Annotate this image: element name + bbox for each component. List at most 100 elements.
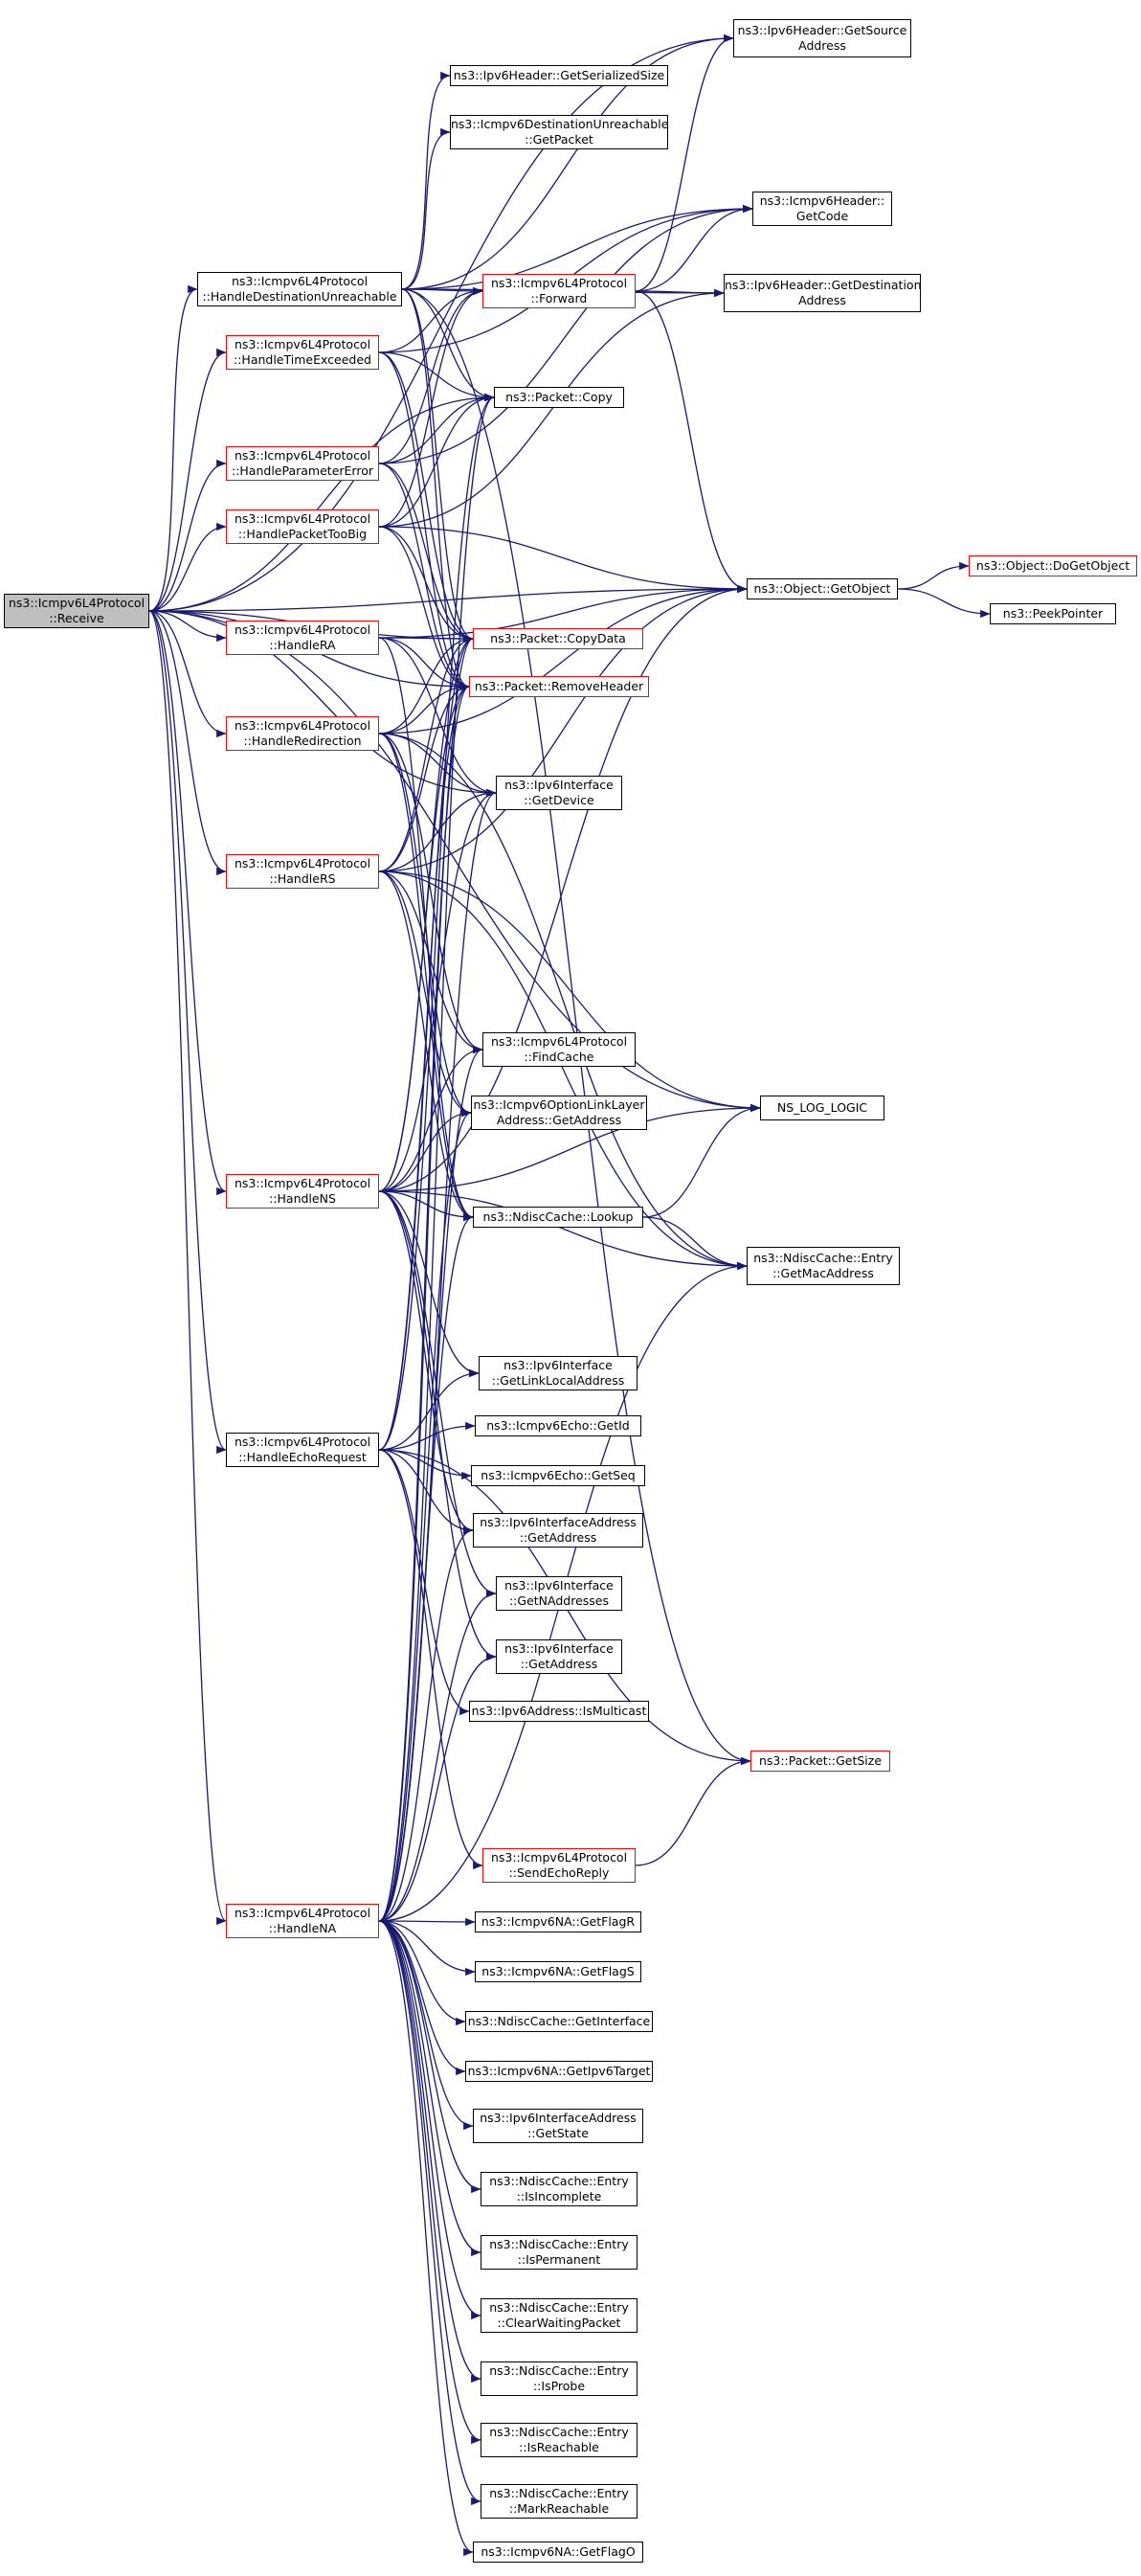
node-label-line: ::IsIncomplete: [516, 2189, 602, 2203]
node-label-line: ::HandlePacketTooBig: [237, 527, 368, 541]
node-get-state[interactable]: ns3::Ipv6InterfaceAddress::GetState: [473, 2109, 643, 2143]
edge-hna-ifaddrga: [378, 1525, 474, 1922]
node-send-echo-reply[interactable]: ns3::Icmpv6L4Protocol::SendEchoReply: [482, 1848, 636, 1883]
edge-hptb-copy: [378, 393, 495, 528]
node-receive[interactable]: ns3::Icmpv6L4Protocol::Receive: [4, 594, 149, 628]
edge-hte-fwd: [378, 286, 483, 353]
node-label-line: ns3::PeekPointer: [1002, 606, 1104, 621]
node-ndisc-get-interface[interactable]: ns3::NdiscCache::GetInterface: [465, 2011, 653, 2032]
node-peek-pointer[interactable]: ns3::PeekPointer: [990, 603, 1116, 624]
node-get-link-local-address[interactable]: ns3::Ipv6Interface::GetLinkLocalAddress: [479, 1356, 638, 1390]
edge-hptb-gobj: [378, 526, 748, 594]
node-get-serialized-size[interactable]: ns3::Ipv6Header::GetSerializedSize: [450, 65, 668, 86]
node-echo-get-id[interactable]: ns3::Icmpv6Echo::GetId: [475, 1415, 641, 1436]
edge-her-copy: [378, 394, 495, 1451]
node-echo-get-seq[interactable]: ns3::Icmpv6Echo::GetSeq: [471, 1465, 645, 1486]
node-get-flag-r[interactable]: ns3::Icmpv6NA::GetFlagR: [475, 1911, 641, 1932]
node-handle-na[interactable]: ns3::Icmpv6L4Protocol::HandleNA: [226, 1904, 379, 1938]
edge-hna-olladdr: [378, 1109, 472, 1922]
node-forward[interactable]: ns3::Icmpv6L4Protocol::Forward: [482, 274, 636, 308]
edge-hptb-rmh: [378, 526, 470, 691]
node-interface-get-address[interactable]: ns3::Ipv6Interface::GetAddress: [496, 1639, 622, 1674]
node-dest-unreachable-get-packet[interactable]: ns3::Icmpv6DestinationUnreachable::GetPa…: [450, 115, 668, 149]
node-interface-address-get-address[interactable]: ns3::Ipv6InterfaceAddress::GetAddress: [473, 1513, 643, 1548]
edge-receive-hred: [148, 610, 227, 738]
edge-her-rmh: [378, 683, 470, 1451]
node-label-line: ns3::Packet::GetSize: [758, 1753, 883, 1768]
edge-fwd-gdst: [635, 288, 725, 298]
edge-gobj-peek: [897, 588, 991, 619]
node-get-n-addresses[interactable]: ns3::Ipv6Interface::GetNAddresses: [496, 1576, 622, 1611]
node-label-line: ::HandleRA: [269, 638, 336, 652]
node-find-cache[interactable]: ns3::Icmpv6L4Protocol::FindCache: [482, 1032, 636, 1067]
node-label-line: ns3::Icmpv6NA::GetFlagS: [481, 1964, 635, 1978]
edge-her-ismc: [378, 1449, 470, 1716]
edge-hred-copydata: [378, 634, 474, 734]
node-packet-copy[interactable]: ns3::Packet::Copy: [494, 387, 624, 408]
edge-hrs-olladdr: [378, 870, 472, 1118]
node-get-flag-o[interactable]: ns3::Icmpv6NA::GetFlagO: [473, 2542, 643, 2563]
node-label-line: ::IsProbe: [532, 2379, 586, 2393]
node-label-line: ::SendEchoReply: [508, 1865, 610, 1880]
node-packet-copy-data[interactable]: ns3::Packet::CopyData: [473, 628, 643, 649]
node-interface-get-device[interactable]: ns3::Ipv6Interface::GetDevice: [496, 776, 622, 810]
node-clear-waiting-packet[interactable]: ns3::NdiscCache::Entry::ClearWaitingPack…: [481, 2298, 638, 2333]
node-object-get-object[interactable]: ns3::Object::GetObject: [747, 578, 898, 599]
node-handle-redirection[interactable]: ns3::Icmpv6L4Protocol::HandleRedirection: [226, 716, 379, 751]
edge-hptb-gdst: [378, 288, 725, 528]
edge-hred-lookup: [378, 733, 474, 1222]
edge-receive-hpe: [148, 459, 227, 612]
edge-hrs-copydata: [378, 634, 474, 872]
edge-receive-gobj: [148, 584, 748, 612]
node-handle-packet-too-big[interactable]: ns3::Icmpv6L4Protocol::HandlePacketTooBi…: [226, 509, 379, 544]
node-is-incomplete[interactable]: ns3::NdiscCache::Entry::IsIncomplete: [481, 2172, 638, 2206]
edge-hna-ifga: [378, 1652, 497, 1922]
node-label-line: ns3::Ipv6Interface: [504, 1578, 614, 1593]
node-label-line: ::MarkReachable: [508, 2501, 610, 2516]
edge-receive-hptb: [148, 522, 227, 612]
edge-hrs-ifdev: [378, 788, 497, 872]
node-get-ipv6-target[interactable]: ns3::Icmpv6NA::GetIpv6Target: [465, 2061, 653, 2082]
node-handle-ns[interactable]: ns3::Icmpv6L4Protocol::HandleNS: [226, 1174, 379, 1209]
node-get-flag-s[interactable]: ns3::Icmpv6NA::GetFlagS: [475, 1961, 641, 1982]
node-label-line: ns3::Icmpv6L4Protocol: [490, 276, 628, 290]
edge-hrs-nslog: [378, 870, 761, 1113]
edge-hrs-gmac: [378, 870, 748, 1271]
node-is-permanent[interactable]: ns3::NdiscCache::Entry::IsPermanent: [481, 2235, 638, 2270]
node-handle-echo-request[interactable]: ns3::Icmpv6L4Protocol::HandleEchoRequest: [226, 1433, 379, 1467]
node-ndisc-cache-lookup[interactable]: ns3::NdiscCache::Lookup: [473, 1207, 643, 1228]
node-handle-destination-unreachable[interactable]: ns3::Icmpv6L4Protocol::HandleDestination…: [197, 272, 402, 306]
node-handle-ra[interactable]: ns3::Icmpv6L4Protocol::HandleRA: [226, 621, 379, 655]
node-get-mac-address[interactable]: ns3::NdiscCache::Entry::GetMacAddress: [747, 1247, 900, 1285]
edge-receive-hra: [148, 610, 227, 643]
node-object-do-get-object[interactable]: ns3::Object::DoGetObject: [969, 555, 1137, 576]
edge-receive-hrs: [148, 610, 227, 876]
node-packet-remove-header[interactable]: ns3::Packet::RemoveHeader: [469, 676, 649, 697]
node-label-line: ns3::Icmpv6L4Protocol: [234, 511, 371, 526]
node-is-probe[interactable]: ns3::NdiscCache::Entry::IsProbe: [481, 2361, 638, 2396]
edge-hns-lladdr: [378, 1190, 480, 1378]
edge-hna-flagr: [378, 1917, 476, 1927]
node-label-line: ns3::Ipv6Interface: [504, 1641, 614, 1656]
edge-hred-fcache: [378, 733, 483, 1054]
edge-hns-rmh: [378, 682, 470, 1192]
node-ns-log-logic[interactable]: NS_LOG_LOGIC: [760, 1096, 884, 1120]
edge-hna-isreach: [378, 1920, 481, 2445]
node-packet-get-size[interactable]: ns3::Packet::GetSize: [750, 1751, 890, 1772]
node-handle-rs[interactable]: ns3::Icmpv6L4Protocol::HandleRS: [226, 854, 379, 889]
node-mark-reachable[interactable]: ns3::NdiscCache::Entry::MarkReachable: [481, 2484, 638, 2519]
node-handle-parameter-error[interactable]: ns3::Icmpv6L4Protocol::HandleParameterEr…: [226, 446, 379, 481]
edge-hptb-fwd: [378, 286, 483, 528]
edge-hpe-gcode: [378, 204, 753, 464]
node-is-multicast[interactable]: ns3::Ipv6Address::IsMulticast: [469, 1701, 649, 1722]
node-label-line: ::GetNAddresses: [508, 1593, 610, 1608]
node-label-line: ns3::Ipv6Interface: [503, 1358, 613, 1372]
edge-hpe-rmh: [378, 463, 470, 691]
node-icmpv6-header-get-code[interactable]: ns3::Icmpv6Header::GetCode: [752, 192, 892, 226]
node-is-reachable[interactable]: ns3::NdiscCache::Entry::IsReachable: [481, 2423, 638, 2457]
edge-hna-markreach: [378, 1920, 481, 2506]
node-handle-time-exceeded[interactable]: ns3::Icmpv6L4Protocol::HandleTimeExceede…: [226, 335, 379, 370]
